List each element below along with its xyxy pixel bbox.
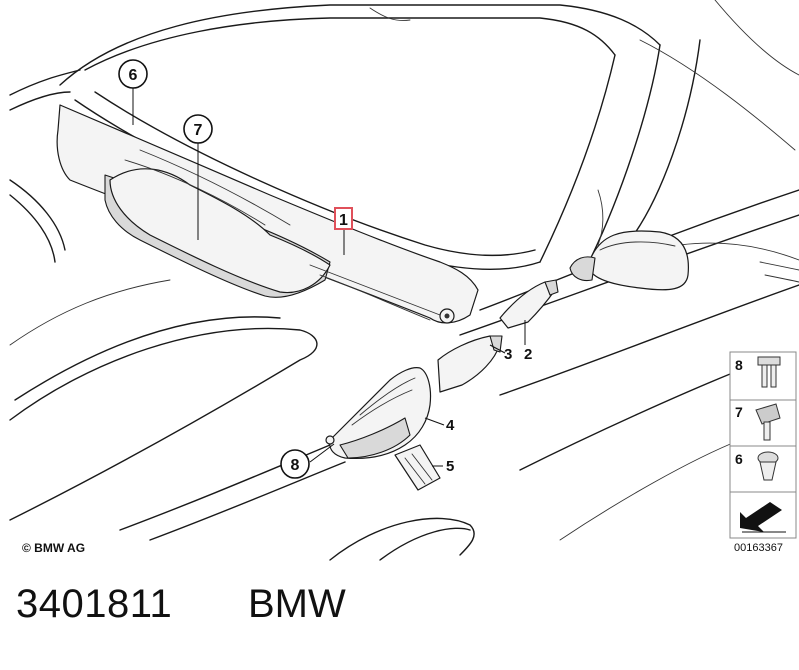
leader-lines [132,88,526,467]
bracket-part-3 [437,335,503,393]
svg-text:6: 6 [129,67,138,84]
direction-arrow-icon [740,502,786,533]
legend-column: 8 7 6 [729,351,797,539]
svg-text:8: 8 [735,357,743,373]
copyright-text: © BMW AG [22,541,86,555]
bracket-part-2 [499,279,559,329]
callout-6: 6 [118,59,148,89]
callout-7: 7 [183,114,213,144]
svg-text:8: 8 [291,457,300,474]
callout-8: 8 [280,449,310,479]
label-4: 4 [446,417,455,434]
car-body-outline [9,0,799,561]
drain-part-5 [394,444,441,491]
svg-text:1: 1 [339,212,348,229]
label-3: 3 [504,346,512,363]
brand-name: BMW [248,582,346,626]
cowl-panel-part [56,104,479,324]
label-5: 5 [446,458,454,475]
clip-fastener-icon [755,403,781,441]
expanding-rivet-icon [757,356,781,388]
svg-text:7: 7 [735,404,743,420]
part-number: 3401811 [16,582,173,626]
label-2: 2 [524,346,532,363]
water-deflector-part-4 [325,367,432,460]
svg-text:7: 7 [194,122,203,139]
callout-1-highlighted: 1 [334,207,353,230]
highlight-box [334,207,353,230]
push-clip-icon [757,451,779,481]
svg-text:6: 6 [735,451,743,467]
diagram-code: 00163367 [734,542,783,554]
